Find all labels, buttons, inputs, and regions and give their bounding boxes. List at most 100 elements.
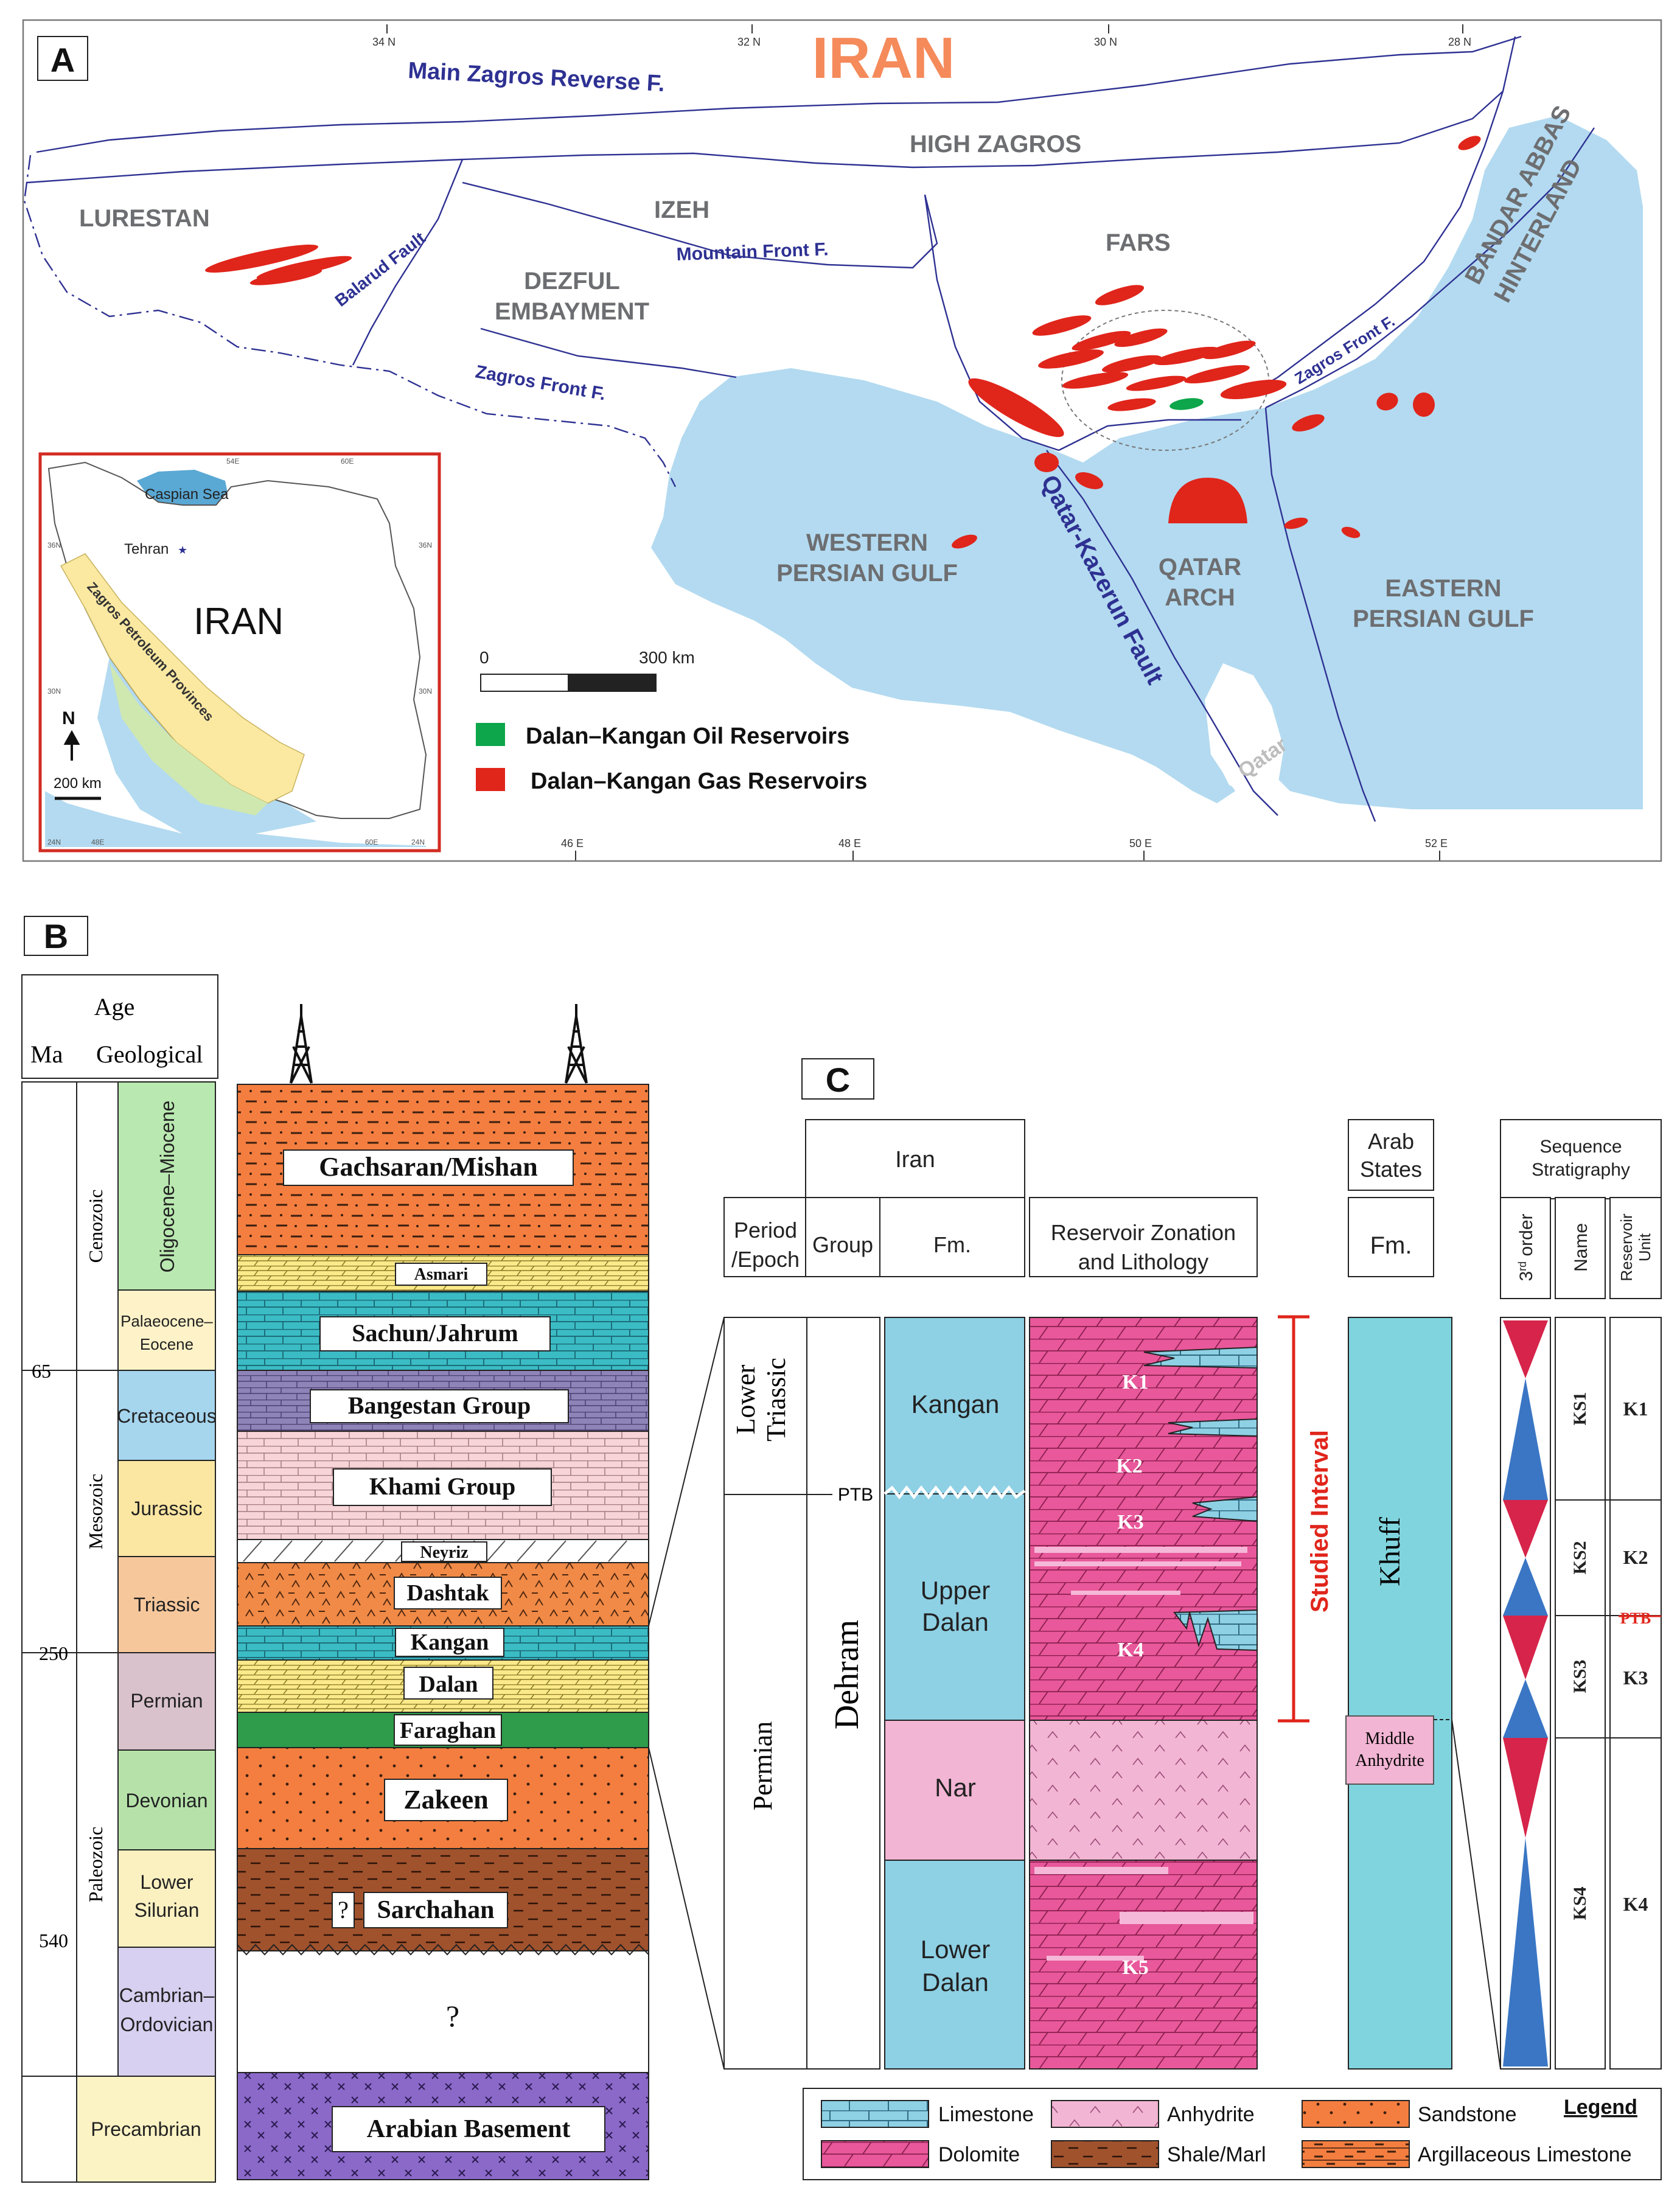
formation-upper-dalan: Upper xyxy=(921,1576,990,1605)
zone-label: K5 xyxy=(1122,1956,1148,1979)
inset-zagros-province xyxy=(60,553,305,804)
period-label: Lower xyxy=(140,1871,193,1893)
legend-item-label: Dolomite xyxy=(938,2143,1020,2166)
inset-map: Caspian Sea Tehran ★ IRAN Zagros Petrole… xyxy=(38,452,441,853)
inset-iran-label: IRAN xyxy=(193,601,284,643)
question-mark: ? xyxy=(446,1999,459,2033)
header-sequence: Sequence xyxy=(1539,1137,1622,1157)
svg-text:36N: 36N xyxy=(47,541,61,549)
anhydrite-bands xyxy=(1034,1547,1253,1961)
zone-label: K1 xyxy=(1122,1371,1148,1393)
national-border xyxy=(23,155,677,487)
formation-label: Faraghan xyxy=(400,1718,496,1743)
legend-item-label: Argillaceous Limestone xyxy=(1418,2143,1632,2166)
formation-label-boxes xyxy=(283,1149,605,2152)
region-fars: FARS xyxy=(1106,229,1171,256)
header-group: Group xyxy=(812,1232,873,1257)
header-period: Period xyxy=(734,1218,797,1243)
svg-text:30N: 30N xyxy=(47,687,61,696)
scale-distance: 300 km xyxy=(639,648,695,667)
svg-text:36N: 36N xyxy=(419,541,432,549)
period-label: Palaeocene– xyxy=(120,1312,213,1330)
period-label: Permian xyxy=(130,1690,203,1712)
connector-line xyxy=(648,1317,725,1627)
period-epoch-column xyxy=(723,1317,880,2070)
period-label: Cambrian– xyxy=(119,1984,215,2006)
lat-tick: 28 N xyxy=(1448,36,1471,48)
formation-label: Sarchahan xyxy=(377,1896,495,1924)
map-scale-bar: 0 300 km xyxy=(479,648,695,692)
header-sequence: Stratigraphy xyxy=(1532,1160,1630,1180)
formation-lower-dalan: Dalan xyxy=(922,1968,989,1997)
ptb-label: PTB xyxy=(838,1485,873,1505)
reservoir-unit: K3 xyxy=(1623,1667,1648,1689)
formation-upper-dalan: Dalan xyxy=(922,1608,989,1636)
inset-caspian-label: Caspian Sea xyxy=(145,486,229,503)
header-name: Name xyxy=(1571,1223,1591,1272)
region-dezful-2: EMBAYMENT xyxy=(495,298,649,325)
ma-value: 65 xyxy=(32,1360,51,1382)
question-mark: ? xyxy=(338,1896,349,1923)
panel-label-box xyxy=(37,36,88,81)
studied-interval-bracket xyxy=(1278,1315,1309,1723)
period-label: Eocene xyxy=(140,1335,193,1353)
header-iran: Iran xyxy=(895,1147,935,1173)
lon-tick: 46 E xyxy=(561,837,584,849)
legend-swatch-dolomite xyxy=(821,2140,929,2168)
scale-zero: 0 xyxy=(479,648,489,667)
age-header-label: Age xyxy=(94,993,135,1020)
lithology-legend: Legend Limestone Anhydrite Sandstone Dol… xyxy=(803,2088,1662,2180)
ma-value: 540 xyxy=(39,1930,68,1951)
period-label: Permian xyxy=(748,1721,778,1811)
period-label: Precambrian xyxy=(91,2118,201,2140)
legend-swatch-anhydrite xyxy=(1051,2100,1159,2128)
period-label: Devonian xyxy=(125,1790,207,1812)
reservoir-unit: K2 xyxy=(1623,1546,1648,1568)
column-c-headers xyxy=(723,1119,1662,1299)
header-period: /Epoch xyxy=(731,1247,800,1272)
formation-label: Sachun/Jahrum xyxy=(352,1319,518,1347)
region-high-zagros: HIGH ZAGROS xyxy=(910,131,1081,158)
header-third-order: 3rd order xyxy=(1516,1213,1536,1281)
age-header xyxy=(21,974,218,1079)
header-reservoir: Reservoir Zonation xyxy=(1051,1220,1236,1245)
legend-item-label: Anhydrite xyxy=(1167,2103,1255,2126)
era-columns xyxy=(21,1081,119,2183)
formation-label: Gachsaran/Mishan xyxy=(319,1152,537,1182)
region-izeh: IZEH xyxy=(654,197,709,223)
period-label: Oligocene–Miocene xyxy=(156,1101,178,1273)
period-label: Silurian xyxy=(134,1899,200,1921)
map-graticule: 34 N 32 N 30 N 28 N 46 E 48 E 50 E 52 E xyxy=(372,24,1471,860)
region-western-pg-1: WESTERN xyxy=(806,529,928,556)
reservoir-lithology-column xyxy=(1029,1317,1258,2070)
header-reservoir: and Lithology xyxy=(1078,1249,1208,1274)
middle-anhydrite-label: Anhydrite xyxy=(1355,1751,1424,1770)
period-label: Jurassic xyxy=(131,1498,202,1519)
header-reservoir-unit: Unit xyxy=(1636,1233,1654,1261)
header-fm: Fm. xyxy=(933,1232,971,1257)
legend-swatch-argillaceous-limestone xyxy=(1302,2140,1410,2168)
formation-label: Dashtak xyxy=(406,1580,489,1606)
lon-tick: 52 E xyxy=(1425,837,1448,849)
epoch-label: Lower xyxy=(731,1364,761,1434)
inset-caspian xyxy=(137,470,228,505)
legend-item-label: Shale/Marl xyxy=(1167,2143,1266,2166)
unconformity-zigzag xyxy=(237,1944,649,1956)
inset-gulf xyxy=(45,791,426,847)
group-label: Dehram xyxy=(828,1620,866,1729)
panel-label-box xyxy=(801,1058,874,1100)
formation-label: Arabian Basement xyxy=(367,2115,571,2143)
khuff-column xyxy=(1348,1317,1452,2070)
formation-lower-dalan: Lower xyxy=(921,1935,990,1964)
sequence-name: KS2 xyxy=(1570,1541,1590,1574)
geological-header-label: Geological xyxy=(96,1041,203,1068)
inset-province-green xyxy=(110,663,268,815)
formation-label: Bangestan Group xyxy=(348,1392,531,1419)
zone-label: K2 xyxy=(1116,1455,1142,1477)
reservoir-unit: K4 xyxy=(1623,1893,1648,1915)
region-dezful-1: DEZFUL xyxy=(524,268,620,295)
legend-oil-swatch xyxy=(476,723,505,746)
period-label: Ordovician xyxy=(120,2014,214,2035)
era-label: Cenozoic xyxy=(85,1190,106,1263)
